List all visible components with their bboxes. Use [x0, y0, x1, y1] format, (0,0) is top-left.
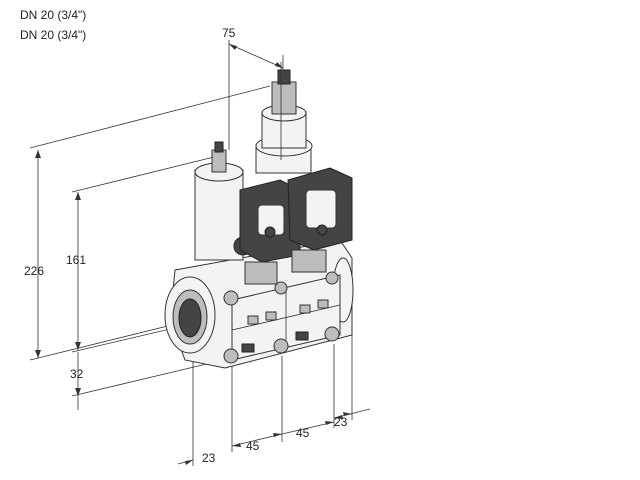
dim-body-height: [71, 154, 223, 353]
dim-bottom-right-label: 23: [334, 415, 348, 429]
nominal-size-line-1: DN 20 (3/4"): [20, 8, 87, 22]
dim-total-height: [29, 85, 271, 361]
dim-body-height-label: 161: [66, 253, 86, 267]
dim-total-height-label: 226: [24, 264, 44, 278]
dim-bottom-left-label: 23: [202, 451, 216, 465]
dim-base-offset-label: 32: [70, 367, 84, 381]
dim-spacing-1-label: 45: [246, 439, 260, 453]
right-actuator: [255, 62, 353, 273]
dim-top-width-label: 75: [222, 26, 236, 40]
dim-base-offset: [71, 352, 216, 410]
dim-spacing-2-label: 45: [296, 426, 310, 440]
nominal-size-line-2: DN 20 (3/4"): [20, 28, 87, 42]
